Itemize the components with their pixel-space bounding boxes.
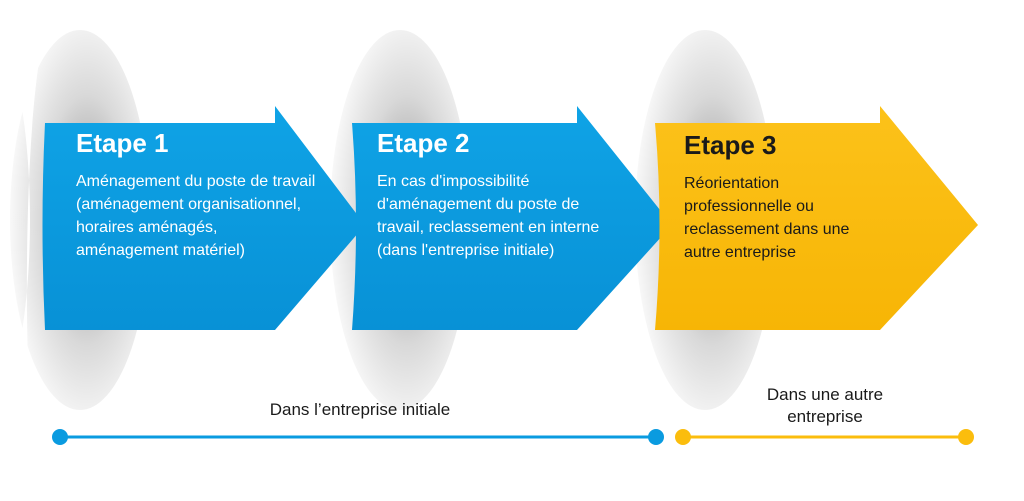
arrow-1-curl [0,0,60,501]
arrow-step-1 [42,106,365,330]
step-3-description: Réorientation professionnelle ou reclass… [684,175,850,261]
step-1-title: Etape 1 [76,128,169,158]
step-3-title: Etape 3 [684,130,777,160]
step-1-description: Aménagement du poste de travail (aménage… [76,173,316,259]
timeline-other-start-dot [675,429,691,445]
step-3-text: Etape 3 Réorientation professionnelle ou… [684,130,884,264]
timeline-initial-label: Dans l’entreprise initiale [269,400,451,419]
step-2-text: Etape 2 En cas d'impossibilité d'aménage… [377,128,617,262]
step-2-description: En cas d'impossibilité d'aménagement du … [377,173,600,259]
timeline-other-label: Dans une autre entreprise [766,385,884,426]
timeline-initial-end-dot [648,429,664,445]
step-2-title: Etape 2 [377,128,470,158]
arrow-step-2 [352,106,672,330]
timeline-other-end-dot [958,429,974,445]
step-1-text: Etape 1 Aménagement du poste de travail … [76,128,316,262]
arrow-step-3 [655,106,978,330]
timeline-initial-start-dot [52,429,68,445]
